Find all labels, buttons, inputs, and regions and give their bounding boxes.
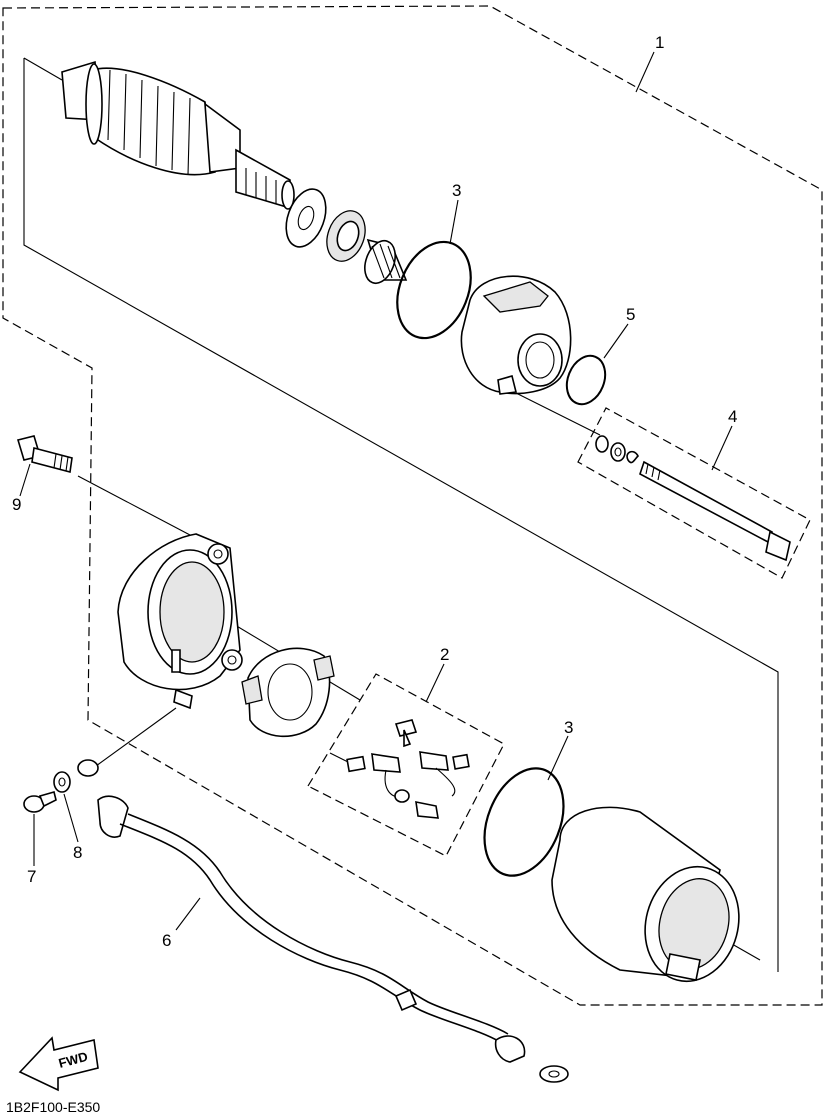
leader-8 [63, 793, 79, 843]
guide-line-top [23, 57, 63, 81]
lock-washer-part [53, 771, 71, 793]
needle-bearing-part [364, 238, 408, 285]
forward-direction-arrow: FWD [18, 1036, 99, 1092]
leader-5 [603, 323, 629, 359]
callout-4: 4 [728, 407, 737, 426]
brush-holder-part [241, 647, 335, 738]
callout-3-lower: 3 [564, 718, 573, 737]
drawing-code: 1B2F100-E350 [6, 1099, 100, 1115]
armature-part [61, 60, 295, 210]
mounting-bolt-part [16, 435, 73, 474]
leader-6 [175, 897, 201, 931]
front-cover-part [460, 275, 572, 395]
leader-3-upper [449, 199, 459, 245]
callout-9: 9 [12, 495, 21, 514]
o-ring-small-part [565, 354, 607, 406]
screw-part [23, 791, 57, 813]
thrust-washer-part [285, 188, 327, 248]
leader-3-lower [547, 735, 569, 781]
o-ring-upper-part [396, 240, 472, 340]
brush-set-2-boundary [307, 673, 505, 857]
guide-line-upper [23, 58, 779, 972]
leader-4 [711, 425, 733, 471]
ball-bearing-part [326, 210, 366, 262]
fwd-label: FWD [57, 1049, 89, 1071]
guide-line-shaft [509, 389, 601, 436]
callout-1: 1 [655, 33, 664, 52]
leader-2 [425, 663, 445, 703]
bolt-set-4-boundary [577, 407, 811, 579]
starter-cable-part [77, 759, 569, 1083]
brush-set-part [346, 719, 470, 819]
callout-6: 6 [162, 931, 171, 950]
rear-cover-part [117, 533, 243, 710]
callout-5: 5 [626, 305, 635, 324]
callout-3-upper: 3 [452, 181, 461, 200]
yoke-part [551, 806, 740, 983]
through-bolt-set-part [595, 435, 791, 562]
guide-line-bolt [77, 475, 191, 536]
callout-8: 8 [73, 843, 82, 862]
leader-1 [635, 51, 655, 93]
guide-line-cable [95, 707, 177, 767]
leader-9 [19, 463, 31, 497]
callout-2: 2 [440, 645, 449, 664]
o-ring-lower-part [483, 767, 565, 877]
assembly-1-boundary [2, 5, 823, 1006]
callout-7: 7 [27, 867, 36, 886]
